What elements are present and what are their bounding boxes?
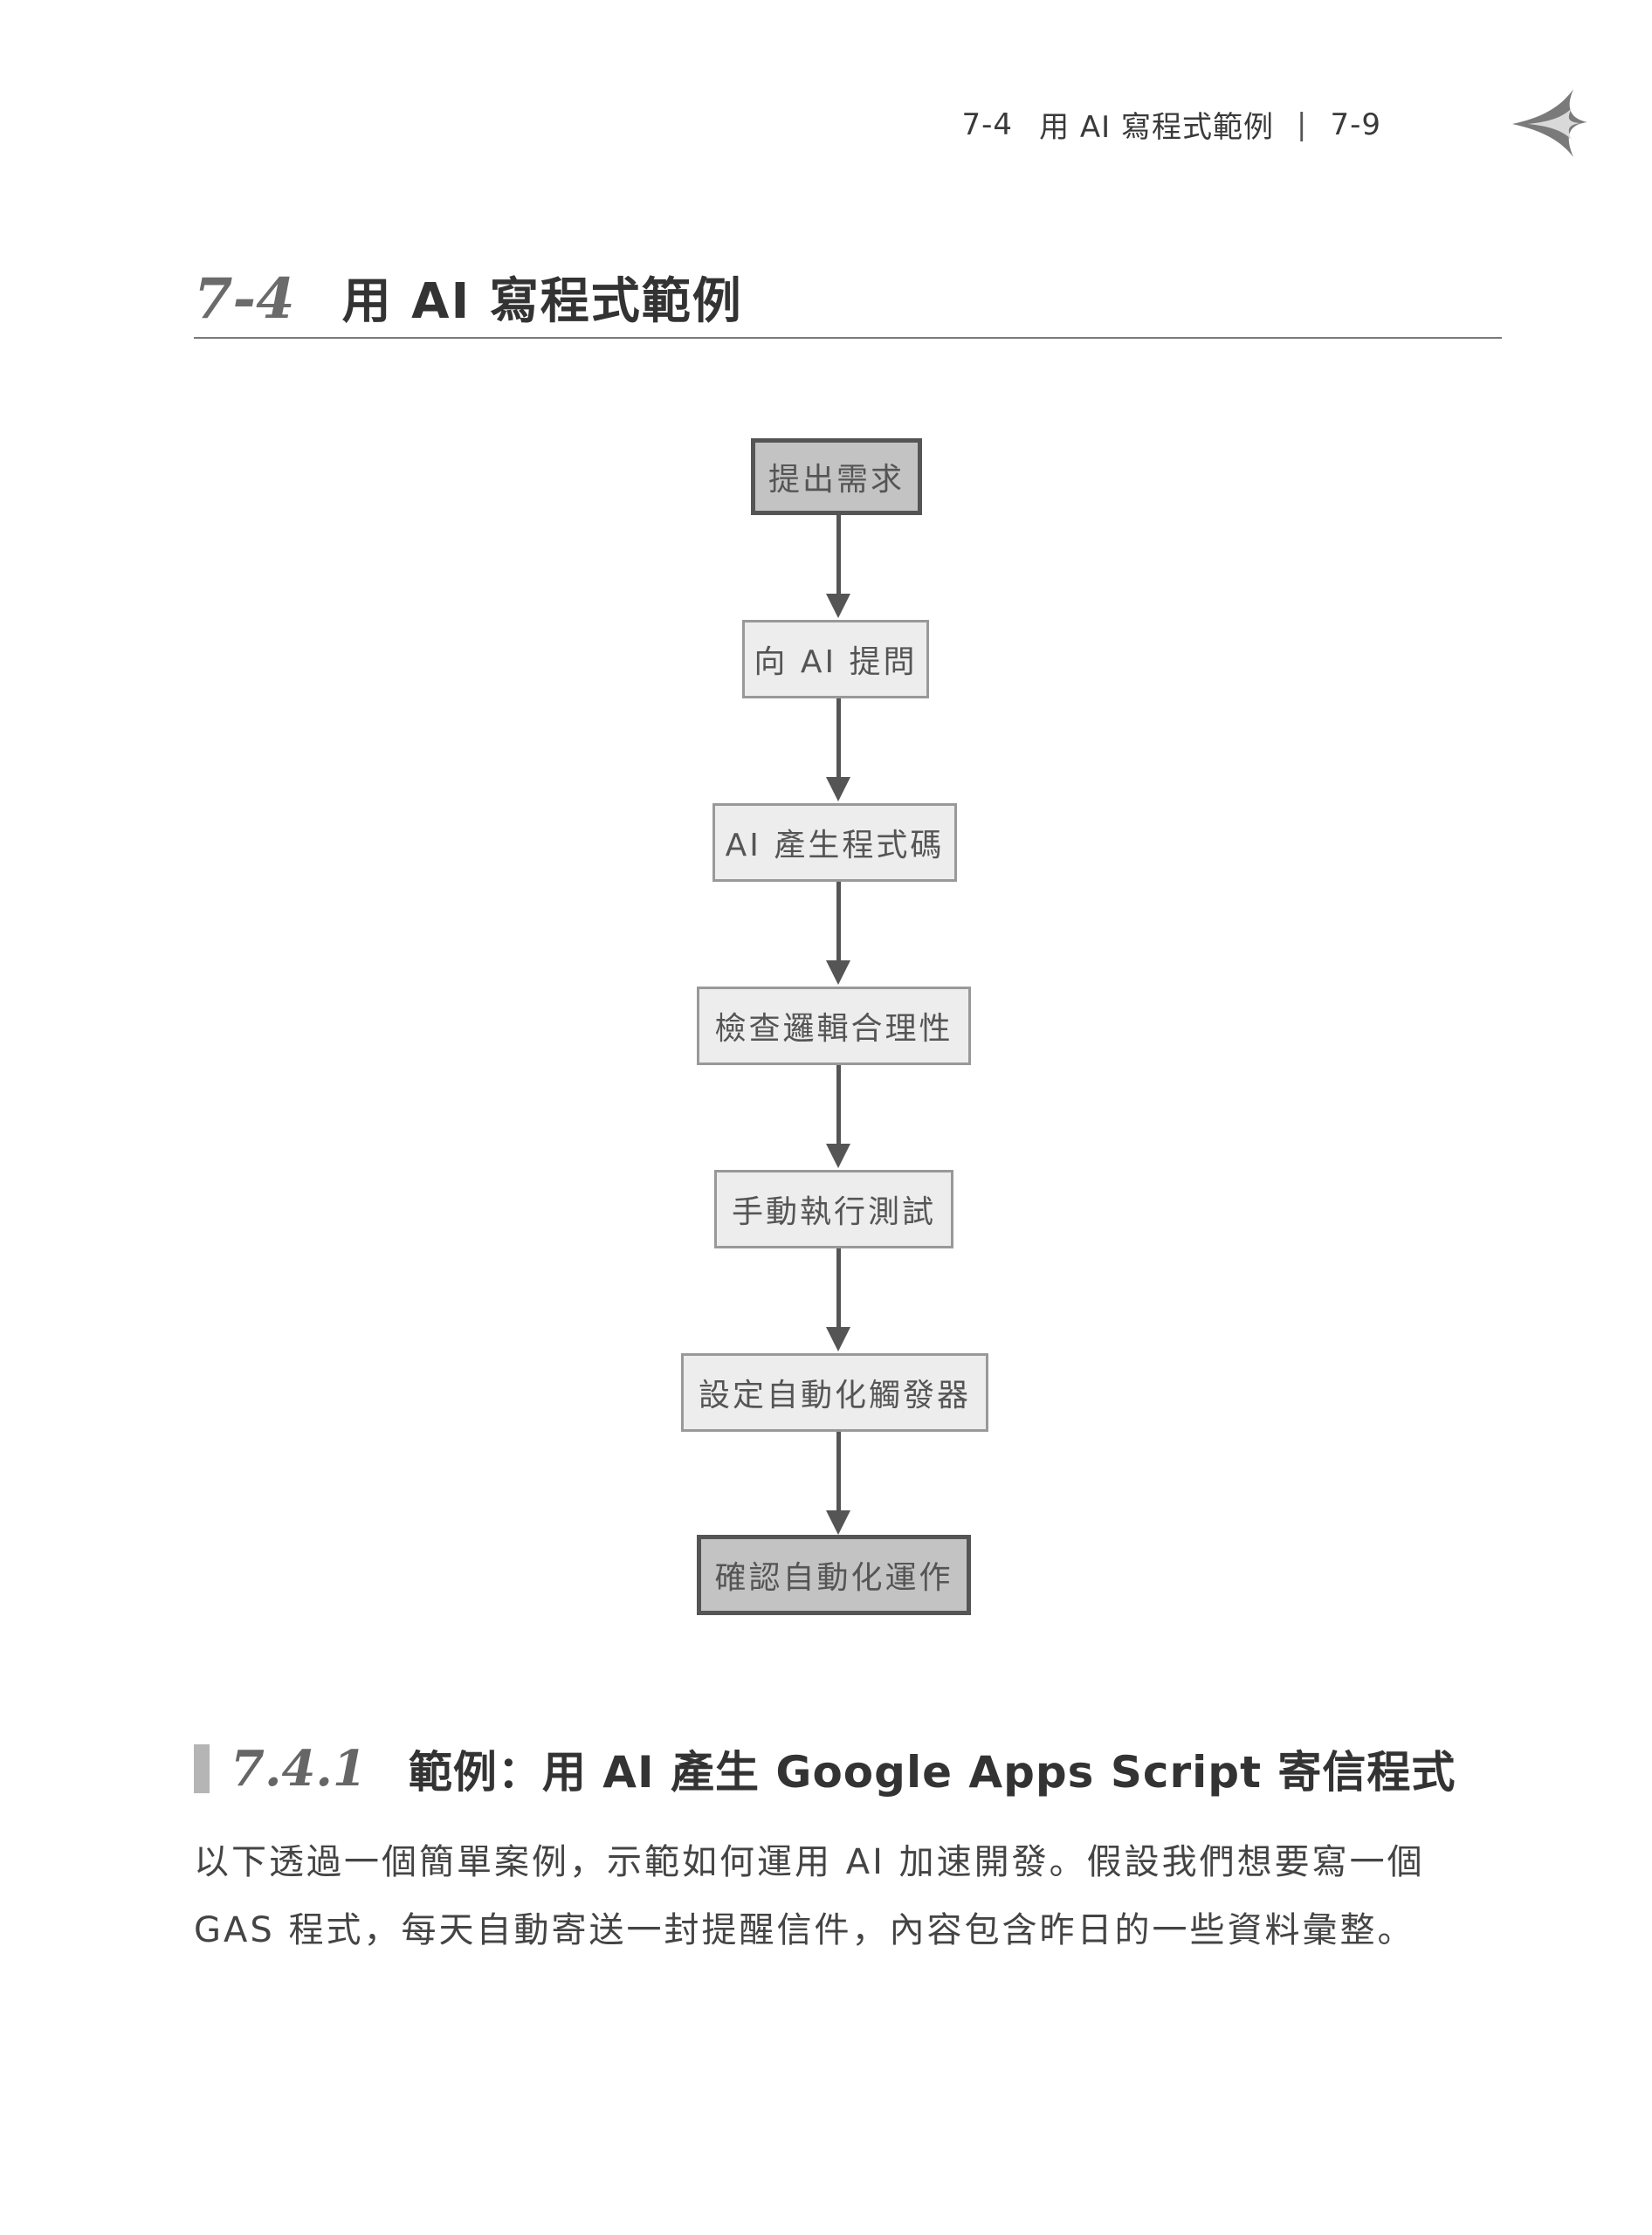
subsection-marker: [194, 1744, 210, 1793]
flow-arrowhead-1: [826, 594, 850, 618]
flow-step-4: 檢查邏輯合理性: [697, 987, 971, 1065]
flow-step-7: 確認自動化運作: [697, 1535, 971, 1615]
chapter-arrow-icon: [1512, 89, 1587, 157]
flow-step-2: 向 AI 提問: [742, 620, 929, 698]
subsection-number: 7.4.1: [231, 1740, 367, 1798]
running-header-separator: |: [1296, 107, 1308, 142]
running-header: 7-4 用 AI 寫程式範例 | 7-9: [962, 103, 1381, 146]
body-line-1: 以下透過一個簡單案例，示範如何運用 AI 加速開發。假設我們想要寫一個: [194, 1842, 1425, 1882]
body-paragraph: 以下透過一個簡單案例，示範如何運用 AI 加速開發。假設我們想要寫一個 GAS …: [194, 1828, 1512, 1964]
section-title: 用 AI 寫程式範例: [341, 273, 743, 330]
flow-arrowhead-2: [826, 777, 850, 801]
flow-arrowhead-5: [826, 1327, 850, 1351]
flow-arrowhead-6: [826, 1510, 850, 1535]
body-line-2: GAS 程式，每天自動寄送一封提醒信件，內容包含昨日的一些資料彙整。: [194, 1910, 1415, 1950]
subsection-heading: 7.4.1 範例：用 AI 產生 Google Apps Script 寄信程式: [194, 1737, 1456, 1800]
flow-arrow-4: [836, 1065, 841, 1145]
flow-arrowhead-3: [826, 960, 850, 985]
flow-arrow-5: [836, 1248, 841, 1329]
flow-arrow-3: [836, 882, 841, 962]
running-header-section: 7-4: [961, 107, 1014, 142]
page-number: 7-9: [1330, 107, 1381, 142]
flow-arrow-6: [836, 1432, 841, 1512]
flow-step-6: 設定自動化觸發器: [681, 1353, 988, 1432]
running-header-title: 用 AI 寫程式範例: [1039, 110, 1274, 145]
subsection-title: 範例：用 AI 產生 Google Apps Script 寄信程式: [408, 1747, 1456, 1798]
flow-step-1: 提出需求: [751, 438, 922, 515]
flow-arrow-2: [836, 698, 841, 779]
flow-arrowhead-4: [826, 1144, 850, 1168]
flow-step-3: AI 產生程式碼: [712, 803, 957, 882]
section-heading: 7-4 用 AI 寫程式範例: [194, 262, 743, 333]
section-number: 7-4: [194, 266, 295, 332]
title-rule: [194, 337, 1502, 339]
flow-arrow-1: [836, 515, 841, 595]
flow-step-5: 手動執行測試: [714, 1170, 953, 1248]
